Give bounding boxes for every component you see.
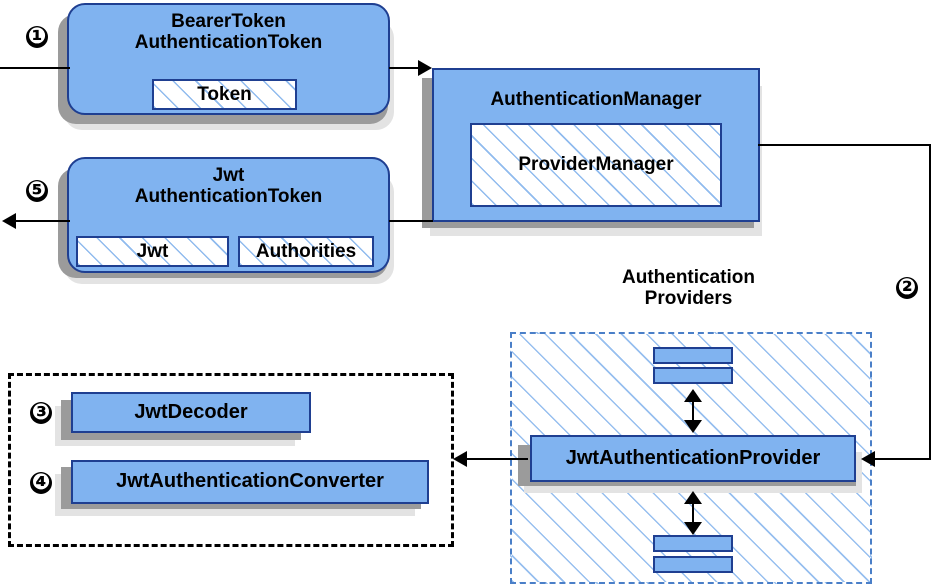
jwt-authentication-converter-label: JwtAuthenticationConverter: [116, 470, 384, 493]
provider-manager-label: ProviderManager: [518, 154, 674, 175]
connector-bearer-to-manager-arrowhead: [418, 60, 432, 76]
jwt-decoder-node[interactable]: JwtDecoder: [71, 392, 311, 433]
authentication-providers-title-line2: Providers: [644, 287, 733, 309]
jwt-decoder-label: JwtDecoder: [134, 400, 248, 423]
provider-double-arrow-bottom-up: [684, 491, 702, 504]
connector-step1-line: [0, 67, 70, 69]
provider-double-arrow-top-down: [684, 420, 702, 433]
jwt-token-sub-label-authorities: Authorities: [255, 240, 357, 262]
step-bullet-3-label: ❸: [31, 400, 51, 425]
provider-bar-bottom-2: [653, 556, 733, 573]
bearer-token-sub-label: Token: [197, 83, 252, 105]
step-bullet-1: ❶: [26, 26, 48, 48]
connector-step2-line-bottom: [874, 458, 931, 460]
connector-manager-to-jwt-token-line: [389, 220, 433, 222]
jwt-token-sub-label-jwt: Jwt: [136, 240, 169, 262]
connector-step5-arrowhead: [2, 213, 16, 229]
provider-double-arrow-bottom-down: [684, 522, 702, 535]
connector-provider-to-support-arrowhead: [453, 451, 467, 467]
jwt-token-sub-box-authorities[interactable]: Authorities: [238, 236, 374, 267]
provider-double-arrow-top-up: [684, 389, 702, 402]
jwt-authentication-provider-node[interactable]: JwtAuthenticationProvider: [530, 435, 856, 482]
step-bullet-4-label: ❹: [31, 470, 51, 495]
step-bullet-3: ❸: [30, 402, 52, 424]
connector-step2-line-right: [929, 144, 931, 459]
bearer-token-line2: AuthenticationToken: [134, 31, 323, 53]
step-bullet-1-label: ❶: [27, 24, 47, 49]
provider-bar-top-1: [653, 347, 733, 364]
step-bullet-5: ❺: [26, 180, 48, 202]
jwt-authentication-converter-node[interactable]: JwtAuthenticationConverter: [71, 460, 429, 504]
connector-step2-arrowhead: [861, 451, 875, 467]
provider-bar-top-2: [653, 367, 733, 384]
jwt-authentication-provider-label: JwtAuthenticationProvider: [565, 446, 821, 469]
provider-double-arrow-bottom-line: [692, 494, 694, 530]
connector-step2-line-top: [758, 144, 930, 146]
connector-provider-to-support-line: [466, 458, 528, 460]
bearer-token-sub-box[interactable]: Token: [152, 79, 297, 110]
provider-bar-bottom-1: [653, 535, 733, 552]
connector-step5-line: [14, 220, 70, 222]
provider-double-arrow-top-line: [692, 392, 694, 428]
provider-manager-sub-box[interactable]: ProviderManager: [470, 123, 722, 207]
connector-bearer-to-manager-line: [389, 67, 421, 69]
jwt-token-sub-box-jwt[interactable]: Jwt: [76, 236, 229, 267]
step-bullet-2: ❷: [896, 277, 918, 299]
jwt-support-components-region: [8, 373, 454, 547]
jwt-token-line1: Jwt: [212, 165, 245, 186]
authentication-providers-title: Authentication Providers: [566, 267, 811, 310]
jwt-token-line2: AuthenticationToken: [134, 185, 323, 207]
authentication-manager-title: AuthenticationManager: [490, 89, 702, 110]
step-bullet-5-label: ❺: [27, 178, 47, 203]
bearer-token-line1: BearerToken: [171, 11, 286, 32]
step-bullet-2-label: ❷: [897, 275, 917, 300]
authentication-providers-title-line1: Authentication: [622, 267, 755, 288]
step-bullet-4: ❹: [30, 472, 52, 494]
